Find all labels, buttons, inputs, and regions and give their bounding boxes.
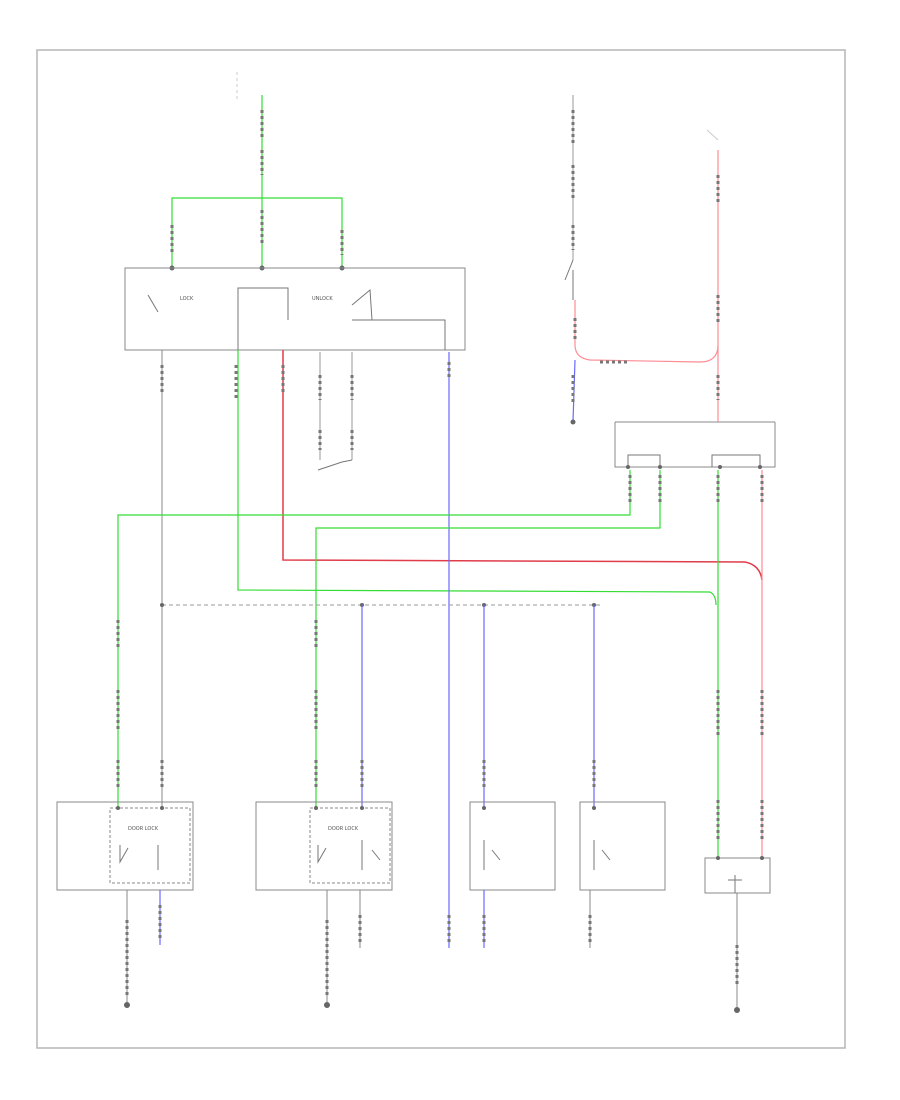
ground-icon — [324, 1002, 330, 1008]
left-door-lock-actuator: DOOR LOCK — [56, 801, 194, 891]
ground-points — [124, 1002, 740, 1013]
left-rear-door-lock-actuator — [469, 801, 556, 891]
diagram-frame — [36, 49, 846, 1049]
unlock-position-label: UNLOCK — [312, 296, 333, 302]
right-door-lock-actuator: DOOR LOCK — [255, 801, 393, 891]
ground-bus — [160, 603, 600, 607]
door-lock-switch: LOCK UNLOCK — [124, 197, 466, 351]
door-lock-timer — [614, 421, 776, 469]
wire-red-unlock — [281, 350, 763, 581]
trunk-lid-opener-connector — [704, 856, 771, 894]
power-feed-left — [236, 72, 264, 270]
right-actuator-inner-label: DOOR LOCK — [328, 826, 359, 832]
right-rear-door-lock-actuator — [579, 801, 666, 891]
timer-output-green-left — [116, 470, 632, 808]
key-switch — [564, 259, 719, 425]
timer-feed — [706, 129, 720, 422]
left-actuator-inner-label: DOOR LOCK — [128, 826, 159, 832]
wire-green-lock — [234, 350, 717, 606]
timer-output-green-right — [314, 470, 662, 808]
lock-position-label: LOCK — [180, 296, 194, 302]
ground-icon — [734, 1007, 740, 1013]
ground-icon — [124, 1002, 130, 1008]
lock-lever-switch-wires — [317, 352, 354, 471]
blue-branches — [360, 605, 596, 808]
bottom-wires — [125, 890, 739, 1008]
